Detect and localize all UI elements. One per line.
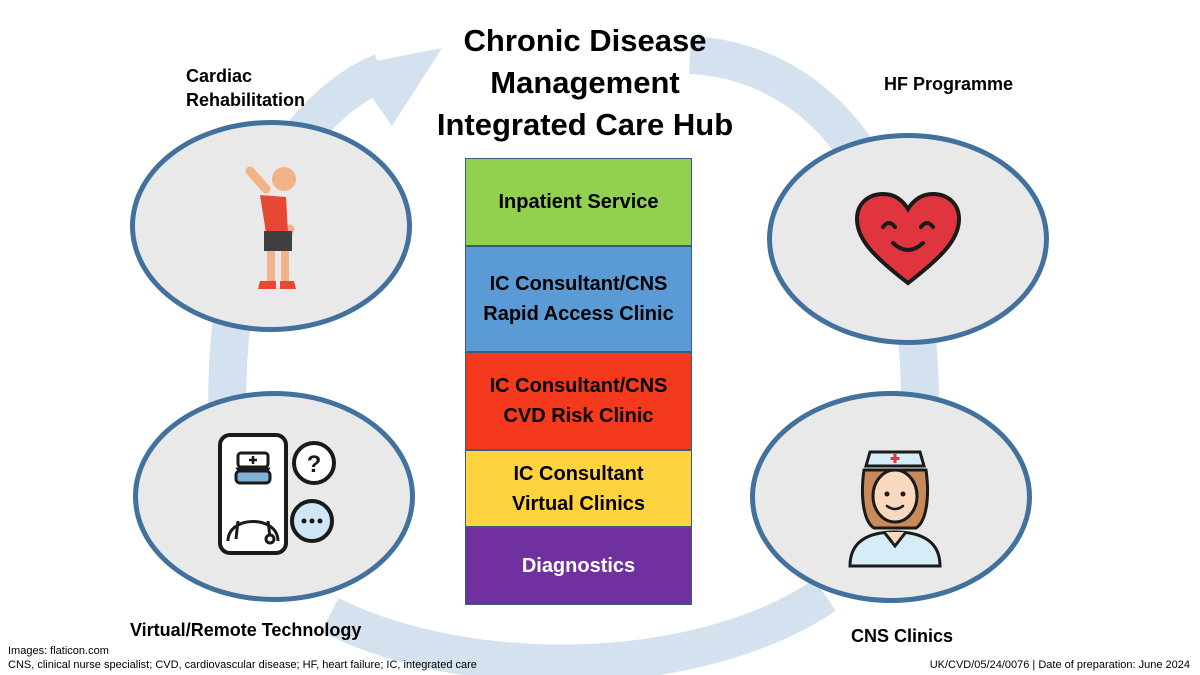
hf-programme-oval (767, 133, 1049, 345)
hub-title-line-2: Management (490, 65, 680, 100)
svg-text:?: ? (307, 451, 322, 478)
telehealth-doctor-phone-icon: ? (218, 433, 336, 555)
stack-block-virtual-clinics: IC Consultant Virtual Clinics (465, 450, 692, 527)
stack-block-cvd-risk-line-2: CVD Risk Clinic (503, 405, 654, 427)
stack-block-virtual-clinics-line-2: Virtual Clinics (511, 492, 645, 515)
stack-block-cvd-risk: IC Consultant/CNS CVD Risk Clinic (465, 352, 692, 450)
exercise-person-icon (245, 166, 296, 289)
stack-block-inpatient: Inpatient Service (465, 158, 692, 246)
stack-block-rapid-access: IC Consultant/CNS Rapid Access Clinic (465, 246, 692, 352)
hf-programme-label: HF Programme (884, 74, 1014, 94)
reference-code: UK/CVD/05/24/0076 | Date of preparation:… (929, 659, 1190, 671)
stack-block-rapid-access-line-2: Rapid Access Clinic (483, 303, 674, 325)
cns-clinics-label: CNS Clinics (851, 626, 954, 646)
hub-title-line-1: Chronic Disease (463, 23, 707, 58)
stack-block-diagnostics-line-1: Diagnostics (521, 555, 636, 577)
virtual-remote-label: Virtual/Remote Technology (130, 620, 362, 640)
cns-clinics-oval (750, 391, 1032, 603)
nurse-icon (848, 450, 942, 568)
cardiac-rehab-label: Cardiac Rehabilitation (186, 64, 305, 112)
virtual-remote-oval: ? (133, 391, 415, 602)
cardiac-rehab-label-line-1: Cardiac (186, 66, 253, 86)
hub-title: Chronic Disease Management Integrated Ca… (395, 20, 775, 146)
stack-block-cvd-risk-line-1: IC Consultant/CNS (489, 375, 668, 397)
cardiac-rehab-oval (130, 120, 412, 332)
hub-title-line-3: Integrated Care Hub (436, 107, 734, 142)
stack-block-virtual-clinics-line-1: IC Consultant (513, 462, 644, 485)
stack-block-inpatient-line-1: Inpatient Service (498, 191, 659, 213)
images-credit: Images: flaticon.com (8, 645, 109, 657)
stack-block-diagnostics: Diagnostics (465, 527, 692, 605)
abbreviations-footnote: CNS, clinical nurse specialist; CVD, car… (8, 659, 477, 671)
smiling-heart-icon (854, 191, 962, 286)
stack-block-rapid-access-line-1: IC Consultant/CNS (489, 273, 668, 295)
cardiac-rehab-label-line-2: Rehabilitation (186, 90, 306, 110)
